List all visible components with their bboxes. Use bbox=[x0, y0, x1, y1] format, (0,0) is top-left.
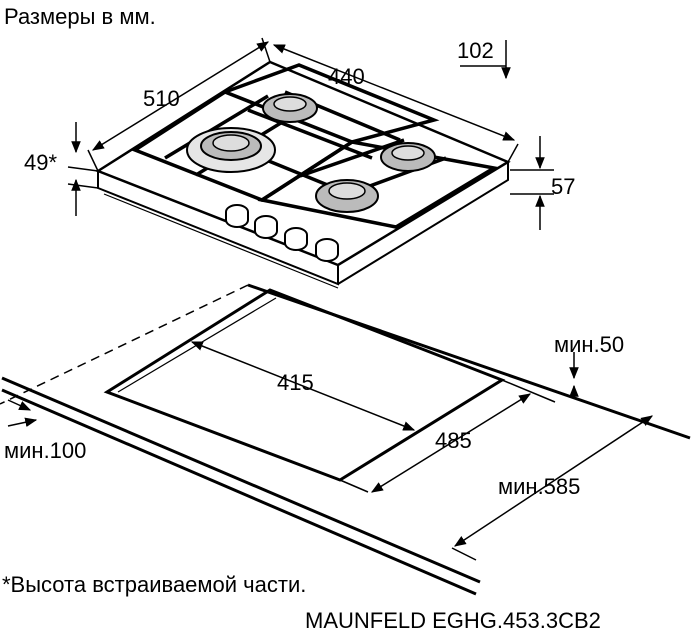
label-offset-102: 102 bbox=[457, 38, 494, 63]
hob-side-edge bbox=[97, 162, 509, 286]
burner-front-right bbox=[315, 179, 379, 213]
worktop-left-dashed-edge bbox=[0, 284, 249, 405]
worktop-front-edge-top bbox=[1, 376, 481, 584]
label-width-510: 510 bbox=[143, 86, 180, 111]
hob-dimension-lines bbox=[67, 37, 554, 230]
label-cut-depth-485: 485 bbox=[435, 428, 472, 453]
knob-2-icon bbox=[254, 215, 278, 239]
dim-min100-arrow bbox=[7, 399, 32, 411]
control-knobs bbox=[225, 204, 339, 262]
burner-front-left-large bbox=[186, 127, 276, 173]
label-min-100: мин.100 bbox=[4, 438, 86, 463]
dim-585-line bbox=[453, 415, 654, 547]
label-depth-440: 440 bbox=[328, 64, 365, 89]
label-height-57: 57 bbox=[551, 174, 575, 199]
dim-485-line bbox=[370, 393, 532, 493]
model-name: MAUNFELD EGHG.453.3CB2 bbox=[305, 608, 601, 633]
burner-rear-left bbox=[262, 93, 318, 123]
knob-3-icon bbox=[284, 227, 308, 251]
label-min-50: мин.50 bbox=[554, 332, 624, 357]
label-min-585: мин.585 bbox=[498, 474, 580, 499]
footnote-builtin-height: *Высота встраиваемой части. bbox=[2, 572, 306, 597]
burner-rear-right bbox=[380, 142, 436, 172]
knob-4-icon bbox=[315, 238, 339, 262]
label-height-49: 49* bbox=[24, 150, 57, 175]
worktop-front-edge-bottom bbox=[1, 388, 477, 596]
dim-510-line bbox=[91, 41, 270, 151]
knob-1-icon bbox=[225, 204, 249, 228]
page-title: Размеры в мм. bbox=[4, 4, 156, 29]
label-cut-width-415: 415 bbox=[277, 370, 314, 395]
dim-440-line bbox=[272, 44, 516, 141]
cutout-dimension-lines bbox=[7, 341, 654, 561]
